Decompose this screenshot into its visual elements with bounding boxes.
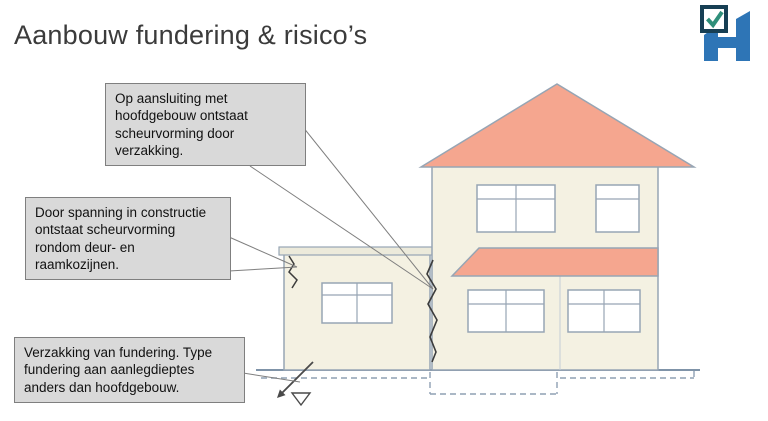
logo-h-shape: [704, 11, 750, 61]
main-building: [418, 83, 697, 371]
extension-building: [278, 246, 434, 371]
leader-callout-3: [242, 372, 301, 383]
upper-window-left: [476, 184, 556, 233]
lower-window-right: [567, 289, 641, 333]
depth-arrow: [277, 361, 314, 398]
checkmark-icon: [706, 10, 724, 29]
canopy-roof: [450, 247, 659, 277]
page-title: Aanbouw fundering & risico’s: [14, 20, 368, 50]
extension-flat-roof: [278, 246, 434, 256]
upper-window-right: [595, 184, 640, 233]
leader-callout-1a: [302, 126, 434, 290]
callout-foundation-subsidence: Verzakking van fundering. Type fundering…: [14, 337, 245, 403]
lower-window-left: [467, 289, 545, 333]
company-logo-icon: [700, 5, 750, 61]
callout-frame-cracks: Door spanning in constructie ontstaat sc…: [25, 197, 231, 281]
leader-callout-2b: [228, 266, 298, 272]
extension-window: [321, 282, 393, 324]
extension-crack: [288, 255, 298, 289]
foundation-dashes: [261, 371, 695, 395]
leader-lines: [228, 126, 434, 383]
junction-crack: [426, 259, 438, 363]
main-roof: [418, 83, 697, 168]
leader-callout-2a: [228, 236, 298, 268]
leader-callout-1b: [249, 165, 434, 290]
ground-level-marker: [290, 392, 312, 407]
callout-attachment-crack: Op aansluiting met hoofdgebouw ontstaat …: [105, 83, 306, 167]
logo-checkbox: [700, 5, 728, 33]
